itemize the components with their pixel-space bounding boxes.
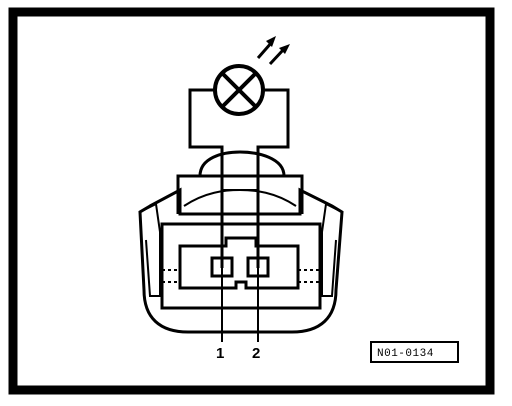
connector-housing (138, 150, 344, 334)
figure-reference-box: N01-0134 (370, 341, 459, 363)
lamp-wiring (188, 88, 290, 268)
pin-leader-lines (221, 276, 259, 342)
light-rays-icon (256, 36, 290, 66)
pin-label-2: 2 (252, 345, 260, 362)
figure-reference-code: N01-0134 (377, 348, 434, 360)
pin-label-1: 1 (216, 345, 224, 362)
